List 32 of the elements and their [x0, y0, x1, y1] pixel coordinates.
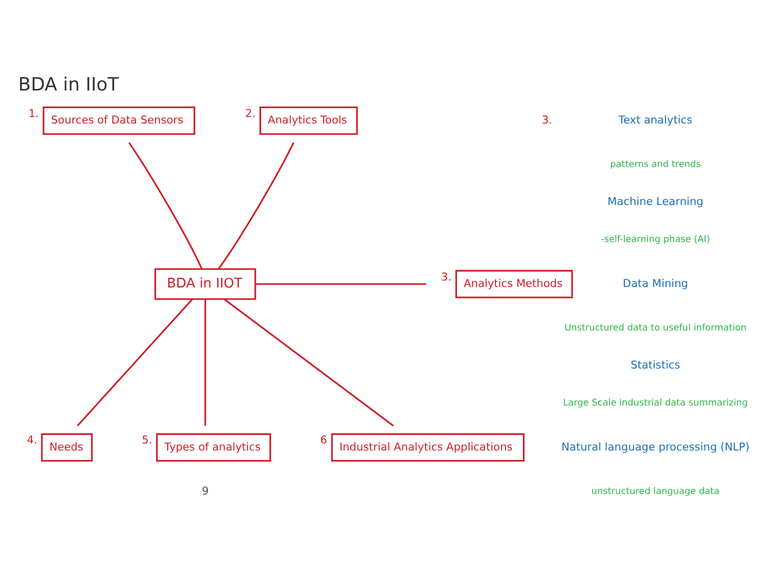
node-label: 4. [26, 433, 38, 446]
node-box: Types of analytics [156, 432, 272, 462]
node-box: Analytics Tools [259, 106, 358, 134]
node-box: Industrial Analytics Applications [331, 432, 525, 462]
diagram-title: BDA in IIoT [18, 74, 119, 95]
node-label: 6 [320, 433, 328, 446]
node-label: 5. [142, 433, 152, 446]
node-box: Needs [41, 432, 93, 462]
connector [224, 298, 394, 426]
label: Machine Learning [608, 194, 704, 208]
label: Statistics [630, 358, 680, 372]
label: 3. [542, 113, 552, 126]
label: Natural language processing (NLP) [561, 440, 750, 453]
node-box: BDA in IIOT [154, 268, 256, 300]
label: Text analytics [618, 113, 692, 126]
node-box: Sources of Data Sensors [42, 106, 196, 134]
connector [128, 142, 203, 269]
connector [256, 282, 426, 284]
label: 9 [202, 484, 209, 497]
label: unstructured language data [591, 485, 720, 496]
label: Large Scale industrial data summarizing [563, 397, 748, 408]
node-label: 1. [28, 106, 39, 120]
connector [204, 298, 206, 426]
node-box: Analytics Methods [455, 269, 573, 298]
label: Unstructured data to useful information [564, 322, 746, 334]
node-label: 2. [245, 106, 256, 120]
connector [76, 298, 193, 426]
label: patterns and trends [610, 158, 701, 170]
label: -self-learning phase (AI) [600, 234, 710, 245]
connector [218, 142, 294, 269]
label: Data Mining [622, 276, 688, 290]
node-label: 3. [441, 270, 452, 283]
